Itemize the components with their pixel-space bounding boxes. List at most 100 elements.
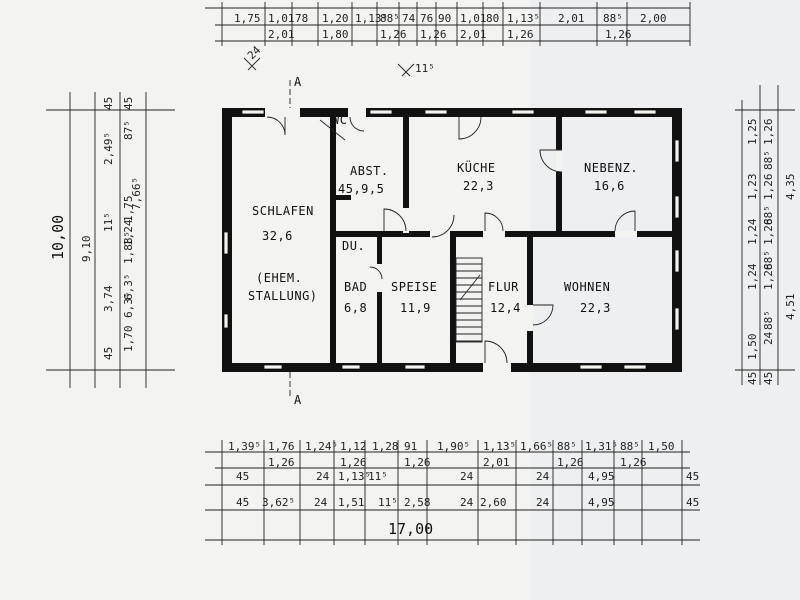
bottom-dim-value: 1,24⁵ bbox=[305, 440, 338, 453]
top-dim-value: 1,13⁵ bbox=[355, 12, 388, 25]
bottom-dim-value: 45 bbox=[236, 470, 249, 483]
room-du-name: DU. bbox=[342, 239, 365, 253]
room-abst-area: 45,9,5 bbox=[338, 182, 384, 196]
bottom-dim-value: 1,26 bbox=[340, 456, 367, 469]
top-dim-value: 2,01 bbox=[558, 12, 585, 25]
left-total-dim: 10,00 bbox=[49, 215, 67, 260]
bottom-dim-value: 24 bbox=[536, 496, 550, 509]
room-schlafen-area: 32,6 bbox=[262, 229, 293, 243]
building-walls bbox=[222, 108, 682, 372]
top-dim-value: 1,13⁵ bbox=[507, 12, 540, 25]
section-line: A A bbox=[289, 75, 302, 407]
room-flur-area: 12,4 bbox=[490, 301, 521, 315]
right-dimension-strip: 4,35 4,51 1,251,231,241,241,504588⁵88⁵88… bbox=[735, 85, 797, 385]
top-dim-value: 1,26 bbox=[507, 28, 534, 41]
room-kueche-area: 22,3 bbox=[463, 179, 494, 193]
top-dim-value: 1,01 bbox=[460, 12, 487, 25]
right-dim-value: 1,23 bbox=[746, 174, 759, 201]
left-small-dim-value: 1,75 bbox=[122, 196, 135, 223]
bottom-dim-value: 1,51 bbox=[338, 496, 365, 509]
room-wc-name: WC bbox=[332, 113, 347, 127]
bottom-dim-value: 24 bbox=[460, 496, 474, 509]
right-dim-value: 45 bbox=[746, 372, 759, 385]
bottom-dim-value: 1,66⁵ bbox=[520, 440, 553, 453]
top-small-dim-2: 11⁵ bbox=[415, 62, 435, 75]
bottom-dim-value: 11⁵ bbox=[368, 470, 388, 483]
left-outer-dim: 7,66⁵ bbox=[130, 177, 143, 210]
bottom-dim-value: 24 bbox=[460, 470, 474, 483]
left-dim-value: 45 bbox=[102, 97, 115, 110]
right-small-dim-value: 1,26 bbox=[762, 174, 775, 201]
right-dim-value: 1,24 bbox=[746, 218, 759, 245]
bottom-dim-value: 88⁵ bbox=[557, 440, 577, 453]
bottom-dim-value: 24 bbox=[314, 496, 328, 509]
room-schlafen-note-2: STALLUNG) bbox=[248, 289, 318, 303]
right-small-dim-value: 1,26 bbox=[762, 119, 775, 146]
left-small-dim-value: 1,24 bbox=[122, 219, 135, 246]
room-bad-name: BAD bbox=[344, 280, 367, 294]
left-small-dim-value: 1,70 bbox=[122, 326, 135, 353]
bottom-dim-value: 1,76 bbox=[268, 440, 295, 453]
left-dim-value: 2,49⁵ bbox=[102, 132, 115, 165]
room-flur-name: FLUR bbox=[488, 280, 519, 294]
bottom-dim-value: 1,13⁵ bbox=[483, 440, 516, 453]
right-small-dim-value: 88⁵ bbox=[762, 310, 775, 330]
bottom-dim-value: 1,31⁵ bbox=[585, 440, 618, 453]
top-dim-value: 80 bbox=[486, 12, 499, 25]
bottom-dim-value: 1,26 bbox=[620, 456, 647, 469]
section-marker-top: A bbox=[294, 75, 302, 89]
left-mid-dim: 9,10 bbox=[80, 236, 93, 263]
right-dim-value: 1,25 bbox=[746, 119, 759, 146]
bottom-dim-value: 91 bbox=[404, 440, 417, 453]
right-dim-value: 1,50 bbox=[746, 334, 759, 361]
bottom-dim-value: 1,50 bbox=[648, 440, 675, 453]
left-dim-value: 3,74 bbox=[102, 285, 115, 312]
top-dim-value: 1,26 bbox=[420, 28, 447, 41]
bottom-dim-value: 1,13⁵ bbox=[338, 470, 371, 483]
bottom-dim-value: 45 bbox=[686, 496, 699, 509]
right-small-dim-value: 88⁵ bbox=[762, 250, 775, 270]
top-dim-value: 88⁵ bbox=[380, 12, 400, 25]
bottom-dim-value: 88⁵ bbox=[620, 440, 640, 453]
top-dim-value: 1,01 bbox=[268, 12, 295, 25]
bottom-dim-value: 1,26 bbox=[557, 456, 584, 469]
room-schlafen-note-1: (EHEM. bbox=[256, 271, 302, 285]
room-bad-area: 6,8 bbox=[344, 301, 367, 315]
bottom-dim-value: 1,90⁵ bbox=[437, 440, 470, 453]
left-small-dim-value: 87⁵ bbox=[122, 120, 135, 140]
section-marker-bottom: A bbox=[294, 393, 302, 407]
right-small-dim-value: 88⁵ bbox=[762, 150, 775, 170]
right-lower-dim: 4,51 bbox=[784, 294, 797, 321]
right-small-dim-value: 88⁵ bbox=[762, 205, 775, 225]
bottom-dim-value: 1,12 bbox=[340, 440, 367, 453]
bottom-dim-value: 1,28 bbox=[372, 440, 399, 453]
room-abst-name: ABST. bbox=[350, 164, 389, 178]
top-dim-value: 1,20 bbox=[322, 12, 349, 25]
bottom-dim-value: 11⁵ bbox=[378, 496, 398, 509]
top-dim-value: 1,80 bbox=[322, 28, 349, 41]
left-small-dim-value: 6,3⁵ bbox=[122, 274, 135, 301]
top-dim-value: 76 bbox=[420, 12, 433, 25]
left-small-dim-value: 45 bbox=[122, 97, 135, 110]
room-kueche-name: KÜCHE bbox=[457, 159, 496, 175]
bottom-dim-value: 2,58 bbox=[404, 496, 431, 509]
left-dim-value: 45 bbox=[102, 347, 115, 360]
left-small-dim-value: 6,3⁵ bbox=[122, 292, 135, 319]
bottom-dim-value: 3,62⁵ bbox=[262, 496, 295, 509]
left-small-dim-value: 1,88⁵ bbox=[122, 231, 135, 264]
bottom-dim-value: 1,26 bbox=[404, 456, 431, 469]
bottom-dim-value: 4,95 bbox=[588, 496, 615, 509]
top-dim-value: 2,01 bbox=[268, 28, 295, 41]
right-small-dim-value: 24 bbox=[762, 331, 775, 345]
room-labels: SCHLAFEN 32,6 (EHEM. STALLUNG) WC ABST. … bbox=[248, 113, 638, 315]
bottom-dim-value: 1,26 bbox=[268, 456, 295, 469]
right-small-dim-value: 45 bbox=[762, 372, 775, 385]
left-dim-value: 11⁵ bbox=[102, 212, 115, 232]
room-schlafen-name: SCHLAFEN bbox=[252, 204, 314, 218]
bottom-dim-value: 45 bbox=[686, 470, 699, 483]
